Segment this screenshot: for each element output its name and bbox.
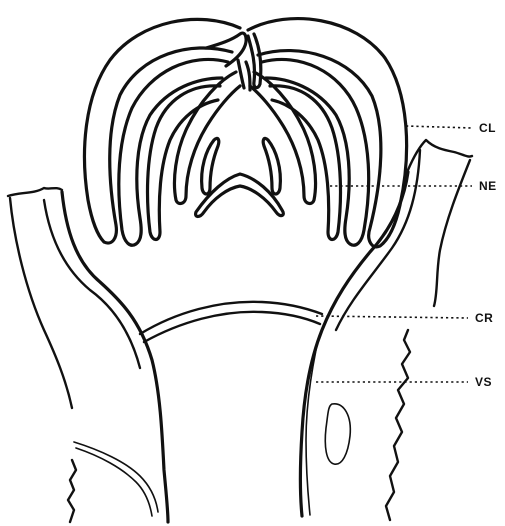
label-vs: VS (475, 376, 492, 388)
left-body-wall (8, 188, 168, 522)
cr-leader (316, 316, 468, 318)
right-wall-top-edge (408, 140, 472, 170)
right-pocket (325, 404, 350, 464)
central-right-loop (263, 138, 280, 194)
left-membrane-line (74, 442, 158, 516)
label-ne: NE (479, 180, 497, 192)
third-left-lobe (148, 86, 220, 240)
left-wall-outer (10, 198, 72, 408)
central-left-loop (202, 138, 219, 194)
right-wall-outer (434, 160, 470, 306)
cl-leader (406, 126, 472, 128)
folded-lamellae (84, 19, 406, 247)
left-wall-top-edge (8, 188, 62, 196)
cr-band-upper (140, 302, 322, 334)
label-cl: CL (479, 122, 496, 134)
outer-left-lobe (84, 19, 240, 243)
label-cr: CR (475, 312, 493, 324)
cr-band-lower (144, 312, 320, 342)
left-wall-inner-curve (62, 192, 168, 522)
right-jagged-edge (386, 330, 410, 520)
crossing-band (140, 302, 322, 342)
right-wall-inner-curve (301, 172, 409, 516)
left-wall-inner-parallel (44, 200, 140, 368)
right-body-wall (301, 140, 473, 520)
left-jagged-edge (68, 460, 76, 522)
